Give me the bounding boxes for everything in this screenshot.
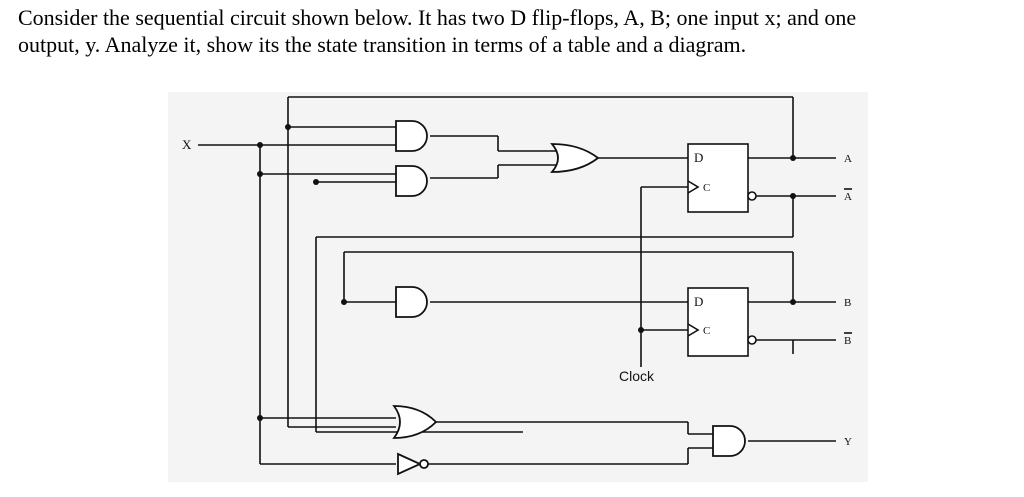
not-gate [397,452,429,476]
junction-qa [790,155,796,161]
question-line-2: output, y. Analyze it, show its the stat… [18,32,747,57]
junction-qb [790,299,796,305]
junction-a1 [285,124,291,130]
junction-abar [313,179,319,185]
clock-label: Clock [619,368,655,384]
ff-b-c-label: C [703,325,710,337]
question-text: Consider the sequential circuit shown be… [18,4,1008,58]
and-gate-2 [395,165,428,197]
circuit-svg: D C D C X Clock A A B B Y [182,96,852,476]
output-a-label: A [844,153,852,165]
ff-b-d-label: D [694,294,703,309]
ff-a-c-label: C [703,182,710,194]
junction-qabar [790,193,796,199]
question-line-1: Consider the sequential circuit shown be… [18,5,857,30]
junction-x3 [257,415,263,421]
output-b-label: B [844,297,851,309]
output-bbar-label: B [844,335,851,347]
junction-b [341,299,347,305]
or-gate-1 [550,143,600,173]
output-y-label: Y [844,436,852,448]
input-x-label: X [182,137,192,152]
junction-x [257,142,263,148]
flip-flop-b: D C [687,287,757,357]
circuit-diagram: D C D C X Clock A A B B Y [168,92,868,482]
or-gate-2 [392,405,438,439]
ff-a-d-label: D [694,150,703,165]
flip-flop-a: D C [687,143,757,213]
and-gate-1 [395,120,428,152]
junction-x2 [257,171,263,177]
output-abar-label: A [844,191,852,203]
junction-clock [638,327,644,333]
junctions [257,124,796,421]
and-gate-output [712,425,746,457]
and-gate-3 [395,286,428,318]
